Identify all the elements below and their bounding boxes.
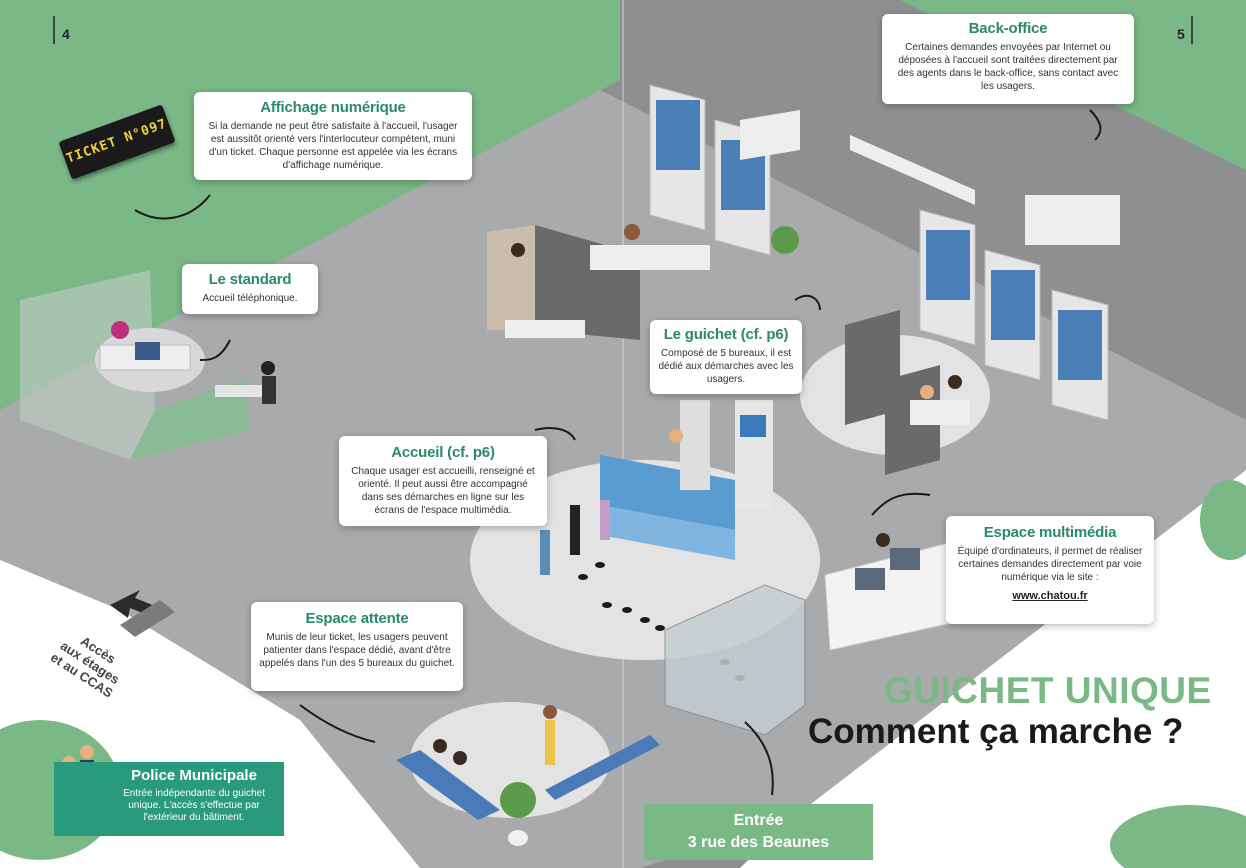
section-attente: Espace attente Munis de leur ticket, les…	[251, 602, 463, 691]
section-guichet: Le guichet (cf. p6) Composé de 5 bureaux…	[650, 320, 802, 394]
section-backoffice-text: Certaines demandes envoyées par Internet…	[897, 42, 1119, 92]
section-standard: Le standard Accueil téléphonique.	[182, 264, 318, 314]
main-title: GUICHET UNIQUE	[884, 670, 1212, 711]
section-backoffice-title: Back-office	[968, 20, 1048, 37]
section-attente-text: Munis de leur ticket, les usagers peuven…	[259, 632, 455, 669]
website-link[interactable]: www.chatou.fr	[1012, 590, 1088, 602]
entrance-address: 3 rue des Beaunes	[687, 834, 830, 851]
section-accueil-title: Accueil (cf. p6)	[391, 444, 495, 461]
section-backoffice: Back-office Certaines demandes envoyées …	[882, 14, 1134, 104]
section-police-text: Entrée indépendante du guichet unique. L…	[123, 788, 265, 823]
entrance-line-1: Entrée	[733, 812, 784, 829]
section-multimedia-title: Espace multimédia	[983, 524, 1117, 541]
section-police-title: Police Municipale	[131, 767, 257, 784]
page-number-left: 4	[62, 26, 70, 42]
section-police: Police Municipale Entrée indépendante du…	[54, 762, 284, 836]
entrance-label: Entrée 3 rue des Beaunes	[644, 804, 873, 860]
section-standard-text: Accueil téléphonique.	[202, 293, 298, 304]
section-multimedia-text: Équipé d'ordinateurs, il permet de réali…	[957, 546, 1143, 583]
section-accueil: Accueil (cf. p6) Chaque usager est accue…	[339, 436, 547, 526]
section-attente-title: Espace attente	[305, 610, 409, 627]
section-affichage-title: Affichage numérique	[260, 99, 406, 116]
section-guichet-title: Le guichet (cf. p6)	[663, 326, 789, 343]
section-standard-title: Le standard	[208, 271, 292, 288]
section-affichage-text: Si la demande ne peut être satisfaite à …	[208, 121, 458, 171]
section-guichet-text: Composé de 5 bureaux, il est dédié aux d…	[658, 348, 794, 385]
section-accueil-text: Chaque usager est accueilli, renseigné e…	[351, 466, 535, 516]
main-subtitle: Comment ça marche ?	[808, 712, 1184, 751]
page-number-right: 5	[1177, 26, 1185, 42]
section-affichage: Affichage numérique Si la demande ne peu…	[194, 92, 472, 180]
section-multimedia: Espace multimédia Équipé d'ordinateurs, …	[946, 516, 1154, 624]
